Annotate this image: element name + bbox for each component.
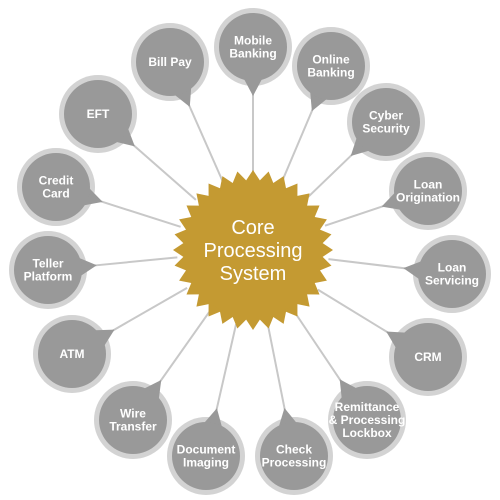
node-circle bbox=[352, 88, 420, 156]
node-label-cyber: Cyber bbox=[369, 109, 403, 123]
node-pin bbox=[350, 137, 370, 156]
connector-bill-pay bbox=[188, 104, 224, 181]
node-label-processing: Processing bbox=[262, 456, 327, 470]
node-label-crm: CRM bbox=[414, 350, 441, 364]
connector-atm bbox=[112, 286, 188, 332]
node-circle bbox=[297, 32, 365, 100]
node-crm: CRM bbox=[386, 318, 467, 396]
connector-wire-transfer bbox=[159, 311, 210, 383]
node-label-document: Document bbox=[177, 443, 236, 457]
node-label-platform: Platform bbox=[24, 270, 73, 284]
node-circle bbox=[38, 320, 106, 388]
node-label-banking: Banking bbox=[229, 47, 276, 61]
node-pin bbox=[310, 91, 327, 112]
node-label-lockbox: Lockbox bbox=[342, 426, 392, 440]
node-pin bbox=[95, 329, 115, 346]
core-label-core: Core bbox=[231, 217, 274, 239]
connector-credit-card bbox=[100, 200, 181, 228]
node-label-eft: EFT bbox=[87, 107, 110, 121]
node-label-check: Check bbox=[276, 443, 312, 457]
node-circle bbox=[172, 422, 240, 490]
node-label-transfer: Transfer bbox=[109, 420, 157, 434]
node-circle bbox=[22, 153, 90, 221]
node-atm: ATM bbox=[33, 315, 115, 393]
node-circle bbox=[394, 157, 462, 225]
node-circle bbox=[136, 28, 204, 96]
node-label-mobile: Mobile bbox=[234, 34, 272, 48]
node-label-teller: Teller bbox=[32, 257, 63, 271]
node-label-card: Card bbox=[42, 187, 69, 201]
connector-layer bbox=[94, 94, 406, 411]
connector-teller-platform bbox=[94, 256, 178, 267]
node-label-online: Online bbox=[312, 53, 350, 67]
node-bill-pay: Bill Pay bbox=[131, 23, 209, 107]
connector-crm bbox=[317, 288, 389, 334]
node-pin bbox=[116, 128, 135, 147]
node-circle bbox=[333, 386, 401, 454]
node-circle bbox=[64, 80, 132, 148]
node-label-processing: & Processing bbox=[329, 413, 406, 427]
node-circle bbox=[14, 236, 82, 304]
node-label-servicing: Servicing bbox=[425, 274, 479, 288]
node-circle bbox=[219, 13, 287, 81]
node-label-remittance: Remittance bbox=[335, 400, 400, 414]
node-pin bbox=[339, 379, 357, 399]
node-pin bbox=[386, 331, 406, 348]
node-label-wire: Wire bbox=[120, 407, 146, 421]
connector-loan-origination bbox=[324, 205, 384, 227]
node-circle bbox=[418, 240, 486, 308]
node-label-loan: Loan bbox=[438, 261, 467, 275]
node-circle bbox=[260, 422, 328, 490]
node-eft: EFT bbox=[59, 75, 137, 153]
node-pin bbox=[144, 379, 162, 400]
connector-remittance-processing-lockbox bbox=[294, 312, 342, 382]
node-label-loan: Loan bbox=[414, 178, 443, 192]
node-label-banking: Banking bbox=[307, 66, 354, 80]
node-pin bbox=[278, 407, 297, 427]
node-label-bill-pay: Bill Pay bbox=[148, 55, 192, 69]
node-pin bbox=[244, 79, 262, 96]
core-label-system: System bbox=[220, 263, 287, 285]
node-pin bbox=[174, 87, 192, 107]
connector-eft bbox=[132, 144, 197, 201]
node-label-security: Security bbox=[362, 122, 410, 136]
node-label-credit: Credit bbox=[39, 174, 74, 188]
connector-check-processing bbox=[266, 324, 286, 411]
node-circle bbox=[99, 386, 167, 454]
node-label-imaging: Imaging bbox=[183, 456, 229, 470]
core-circle bbox=[185, 182, 321, 318]
connector-cyber-security bbox=[307, 153, 353, 199]
connector-loan-servicing bbox=[328, 258, 406, 270]
node-label-atm: ATM bbox=[59, 347, 84, 361]
node-circle bbox=[394, 323, 462, 391]
connector-document-imaging bbox=[215, 323, 238, 411]
node-pin bbox=[403, 261, 422, 280]
node-pin bbox=[78, 257, 97, 276]
connector-online-banking bbox=[281, 108, 314, 181]
core-label-processing: Processing bbox=[204, 240, 303, 262]
node-label-origination: Origination bbox=[396, 191, 460, 205]
